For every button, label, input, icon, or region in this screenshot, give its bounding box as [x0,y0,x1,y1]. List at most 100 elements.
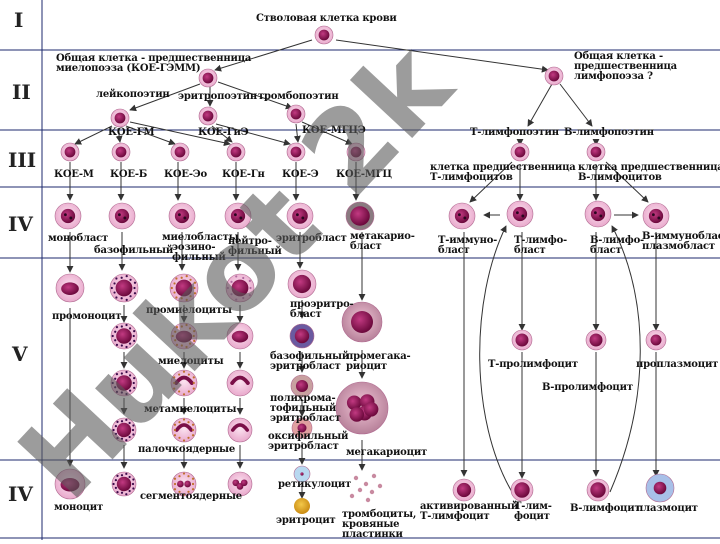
b-lymphoblast-label: В-лимфо- бласт [590,235,644,256]
eosinophil-promyelocyte-cell [169,273,199,303]
reticulocyte-label: ретикулоцит [278,479,352,490]
proplasmocyte-label: проплазмоцит [636,359,719,370]
koe-m-cell [60,142,80,162]
level-iii-label: III [8,148,37,172]
plasmocyte-label: плазмоцит [636,503,698,514]
monoblast-label: монобласт [48,233,109,244]
level-vi-label: IV [8,482,33,506]
t-progenitor-cell [510,142,530,162]
basophilic-label: базофильный [94,245,174,256]
polychromatophilic-label: полихрома- тофильный эритробласт [270,393,341,424]
myelopoiesis-progenitor-cell [198,68,218,88]
eosinophilic-blast-cell [168,202,196,230]
koe-gn-cell [226,142,246,162]
lymphopoiesis-progenitor-label: Общая клетка - предшественница лимфопоэз… [574,51,677,82]
b-prolymphocyte-label: В-пролимфоцит [542,382,633,393]
t-lymphocyte-label: Т-лим- фоцит [514,501,552,522]
monoblast-cell [54,202,82,230]
neutrophil-segmented-cell [227,471,253,497]
monocyte-label: моноцит [54,502,103,513]
neutrophil-promyelocyte-cell [225,273,255,303]
band-label: палочкоядерные [138,444,236,455]
leukopoietin-label: лейкопоэтин [96,89,170,100]
eosinophil-myelocyte-cell [170,322,198,350]
erythroblast-cell [286,202,314,230]
koe-eo-cell [170,142,190,162]
level-i-label: I [14,8,24,32]
cells-layer [54,25,675,514]
neutrophil-myelocyte-cell [226,322,254,350]
basophilic-erythroblast-label: базофильный эритробласт [270,351,350,372]
b-lymphopoietin-label: В-лимфопоэтин [564,127,654,138]
neutrophilic-label: нейтро- фильный [228,236,282,257]
neutrophil-band-cell [227,417,253,443]
koe-b-cell [111,142,131,162]
proerythroblast-label: проэритро- бласт [290,299,354,320]
eosinophil-segmented-cell [171,471,197,497]
activated-t-label: активированный Т-лимфоцит [420,501,519,522]
erythroblast-label: эритробласт [276,233,347,244]
basophilic-erythroblast-cell [289,323,315,349]
t-lymphoblast-cell [506,200,534,228]
b-progenitor-label: клетка предшественница В-лимфоцитов [578,162,720,183]
metamyelocytes-label: метамиелоциты [144,404,237,415]
lymphopoiesis-progenitor-cell [544,66,564,86]
oxyphilic-erythroblast-cell [291,417,313,439]
proplasmocyte-cell [645,329,667,351]
b-lymphocyte-label: В-лимфоцит [570,503,641,514]
megakaryoblast-cell [345,201,375,231]
koe-mgce-cell [286,104,306,124]
b-immunoblast-cell [642,202,670,230]
basophil-promyelocyte-cell [109,273,139,303]
level-ii-label: II [12,80,31,104]
promegakaryocyte-cell [341,301,383,343]
koe-e-cell [286,142,306,162]
neutrophil-metamyelocyte-cell [226,369,254,397]
basophil-metamyelocyte-cell [110,369,138,397]
t-immunoblast-cell [448,202,476,230]
koe-gm-cell [110,108,130,128]
level-v-label: V [12,342,28,366]
eosinophil-metamyelocyte-cell [170,369,198,397]
myelopoiesis-progenitor-label: Общая клетка - предшественница миелопоэз… [56,53,252,74]
b-lymphocyte-cell [586,478,610,502]
b-progenitor-cell [586,142,606,162]
promegakaryocyte-label: промегака- риоцит [346,351,411,372]
koe-gie-cell [198,106,218,126]
erythropoietin-label: эритропоэтин [178,91,257,102]
polychromatophilic-erythroblast-cell [290,374,314,398]
koe-mgce-label: КОЕ-МГЦЭ [302,125,366,136]
level-iv-label: IV [8,212,33,236]
basophil-myelocyte-cell [110,322,138,350]
platelets-cluster [349,473,383,503]
proerythroblast-cell [287,269,317,299]
monocyte-cell [54,468,86,500]
koe-b-label: КОЕ-Б [110,169,148,180]
oxyphilic-label: оксифильный эритробласт [268,431,349,452]
myeloblasts-label: миелобласты [162,232,239,243]
b-lymphoblast-cell [584,200,612,228]
koe-mgc-label: КОЕ-МГЦ [336,169,392,180]
t-prolymphocyte-cell [511,329,533,351]
basophilic-blast-cell [108,202,136,230]
activated-t-lymphocyte-cell [452,478,476,502]
koe-m-label: КОЕ-М [54,169,94,180]
platelets-label: тромбоциты, кровяные пластинки [342,509,417,540]
stem-cell-label: Стволовая клетка крови [256,13,397,24]
koe-mgc-cell [346,142,366,162]
promonocyte-cell [55,273,85,303]
b-immunoblast-label: В-иммунобласт плазмобласт [642,231,720,252]
eosinophil-band-cell [171,417,197,443]
t-prolymphocyte-label: Т-пролимфоцит [488,359,578,370]
t-lymphopoietin-label: Т-лимфопоэтин [470,127,559,138]
t-immunoblast-label: Т-иммуно- бласт [438,235,498,256]
koe-gm-label: КОЕ-ГМ [108,127,155,138]
koe-eo-label: КОЕ-Эо [164,169,208,180]
t-progenitor-label: клетка предшественница Т-лимфоцитов [430,162,576,183]
koe-gie-label: КОЕ-ГиЭ [198,127,249,138]
b-prolymphocyte-cell [585,329,607,351]
eosinophilic-label: эозино- фильный [172,242,226,263]
